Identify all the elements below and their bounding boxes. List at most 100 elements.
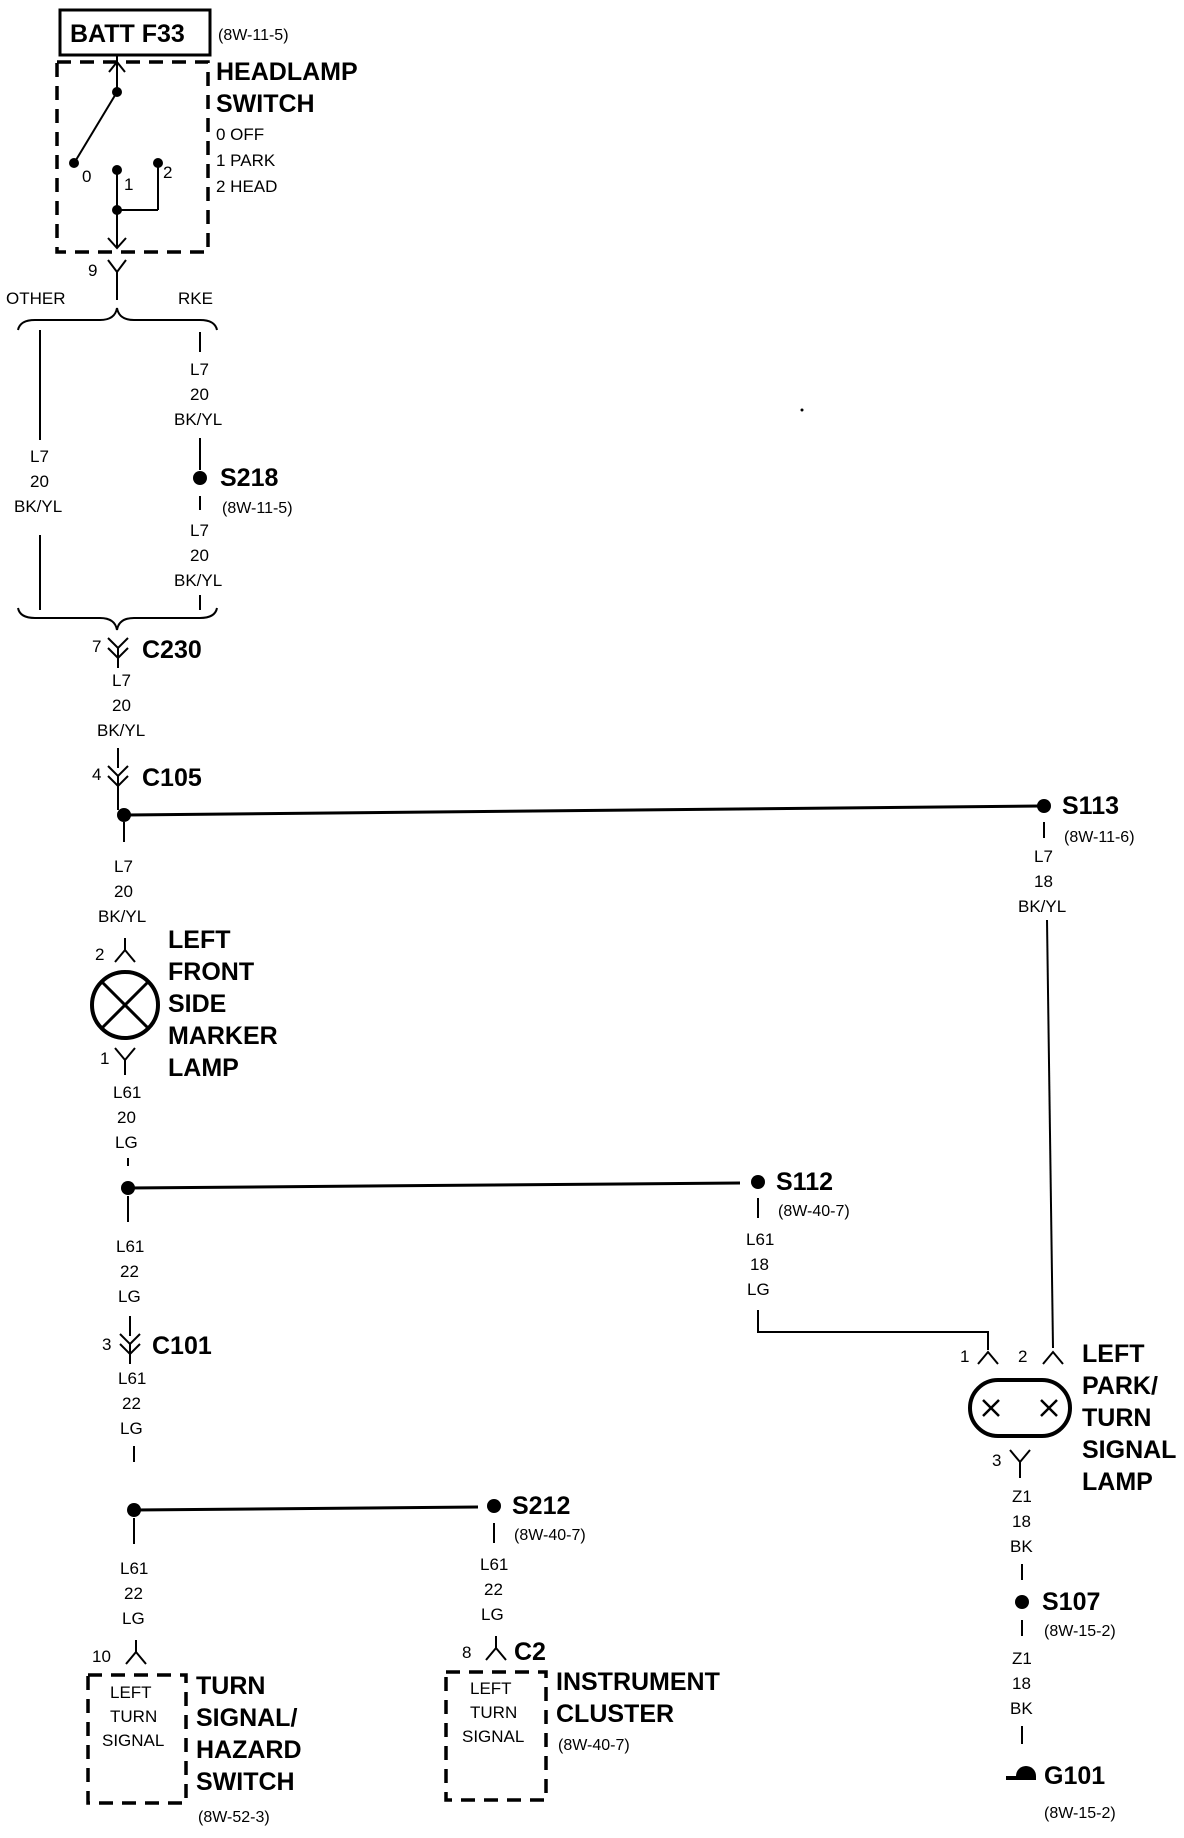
c230-pin: 7 bbox=[92, 637, 101, 656]
c2-label: C2 bbox=[514, 1638, 546, 1666]
turn-switch-title-3: SWITCH bbox=[196, 1768, 295, 1796]
wire-lamp-s107: Z1 18 BK bbox=[1010, 1487, 1033, 1580]
connector-c105: 4 C105 bbox=[92, 748, 202, 810]
wire-rke-lower-color: BK/YL bbox=[174, 571, 222, 590]
wire-c105-marker-gauge: 20 bbox=[114, 882, 133, 901]
ground-ref: (8W-15-2) bbox=[1044, 1805, 1116, 1822]
splice-s218-label: S218 bbox=[220, 464, 278, 492]
wire-s112-c101-gauge: 22 bbox=[120, 1262, 139, 1281]
wire-s112-c101: L61 22 LG bbox=[116, 1237, 144, 1306]
turn-switch-title-0: TURN bbox=[196, 1672, 265, 1700]
switch-position-park: 1 PARK bbox=[216, 151, 276, 170]
wire-s112-c101-color: LG bbox=[118, 1287, 141, 1306]
battery-fuse: BATT F33 (8W-11-5) bbox=[58, 8, 289, 57]
splice-s212: S212 (8W-40-7) L61 22 LG bbox=[480, 1492, 586, 1624]
splice-s218-ref: (8W-11-5) bbox=[222, 500, 293, 517]
branch-rke-label: RKE bbox=[178, 289, 213, 308]
c2-pin: 8 bbox=[462, 1643, 471, 1662]
switch-output-connector: 9 bbox=[88, 259, 127, 300]
wire-s212-cluster-color: LG bbox=[481, 1605, 504, 1624]
lamp-bulb-icon bbox=[90, 970, 160, 1040]
switch-position-head: 2 HEAD bbox=[216, 177, 277, 196]
cluster-box-1: TURN bbox=[470, 1703, 517, 1722]
headlamp-switch-title-2: SWITCH bbox=[216, 90, 315, 118]
side-marker-pin-top: 2 bbox=[95, 945, 104, 964]
ground-icon bbox=[1016, 1766, 1036, 1776]
wire-s107-g101-gauge: 18 bbox=[1012, 1674, 1031, 1693]
headlamp-switch: 0 1 2 HEADLAMP SWITCH 0 OFF 1 PARK 2 HEA… bbox=[55, 55, 358, 254]
option-branch: OTHER RKE bbox=[6, 289, 218, 331]
splice-s107-ref: (8W-15-2) bbox=[1044, 1623, 1116, 1640]
wire-c105-marker: L7 20 BK/YL bbox=[98, 857, 146, 926]
cluster-box-0: LEFT bbox=[470, 1679, 512, 1698]
merge-brace bbox=[17, 607, 218, 631]
wire-rke: L7 20 BK/YL S218 (8W-11-5) L7 20 BK/YL bbox=[174, 332, 293, 610]
dual-bulb-icon bbox=[968, 1378, 1072, 1438]
wire-s212-switch-circuit: L61 bbox=[120, 1559, 148, 1578]
side-marker-title-0: LEFT bbox=[168, 926, 231, 954]
wire-s112-lamp-color: LG bbox=[747, 1280, 770, 1299]
splice-s113: S113 (8W-11-6) L7 18 BK/YL bbox=[1018, 792, 1135, 1349]
park-lamp-title-4: LAMP bbox=[1082, 1468, 1153, 1496]
wire-rke-upper-circuit: L7 bbox=[190, 360, 209, 379]
turn-switch-box-1: TURN bbox=[110, 1707, 157, 1726]
switch-output-pin: 9 bbox=[88, 261, 97, 280]
switch-pin-1: 1 bbox=[124, 175, 133, 194]
wire-lamp-s107-color: BK bbox=[1010, 1537, 1033, 1556]
wire-c101-s212-circuit: L61 bbox=[118, 1369, 146, 1388]
wire-c101-s212: L61 22 LG bbox=[118, 1369, 146, 1462]
wire-marker-s112-gauge: 20 bbox=[117, 1108, 136, 1127]
wire-s212-switch-gauge: 22 bbox=[124, 1584, 143, 1603]
connector-c101: 3 C101 bbox=[102, 1316, 212, 1364]
turn-switch-pin: 10 bbox=[92, 1647, 111, 1666]
switch-pin-2: 2 bbox=[163, 163, 172, 182]
c101-label: C101 bbox=[152, 1332, 212, 1360]
c101-pin: 3 bbox=[102, 1335, 111, 1354]
wire-s212-cluster-circuit: L61 bbox=[480, 1555, 508, 1574]
splice-s113-label: S113 bbox=[1062, 792, 1119, 820]
wire-other-color: BK/YL bbox=[14, 497, 62, 516]
park-turn-lamp: 1 2 3 LEFT PARK/ TURN SIGNAL LAMP bbox=[960, 1340, 1176, 1496]
wire-s107-g101-color: BK bbox=[1010, 1699, 1033, 1718]
wire-s107-g101: Z1 18 BK bbox=[1010, 1649, 1033, 1744]
wire-lamp-s107-circuit: Z1 bbox=[1012, 1487, 1032, 1506]
cluster-ref: (8W-40-7) bbox=[558, 1737, 630, 1754]
ground-g101: G101 (8W-15-2) bbox=[1006, 1762, 1116, 1822]
wire-rke-upper-gauge: 20 bbox=[190, 385, 209, 404]
battery-label: BATT F33 bbox=[70, 20, 185, 48]
splice-s112-ref: (8W-40-7) bbox=[778, 1203, 850, 1220]
wire-c230-c105-color: BK/YL bbox=[97, 721, 145, 740]
turn-switch-box-2: SIGNAL bbox=[102, 1731, 164, 1750]
wire-to-s112 bbox=[127, 1181, 741, 1190]
wire-s212-cluster-gauge: 22 bbox=[484, 1580, 503, 1599]
park-lamp-title-0: LEFT bbox=[1082, 1340, 1145, 1368]
wire-s112-lamp-circuit: L61 bbox=[746, 1230, 774, 1249]
wire-c105-marker-color: BK/YL bbox=[98, 907, 146, 926]
instrument-cluster: 8 C2 LEFT TURN SIGNAL INSTRUMENT CLUSTER… bbox=[444, 1636, 720, 1802]
park-lamp-title-2: TURN bbox=[1082, 1404, 1151, 1432]
wire-c230-c105-gauge: 20 bbox=[112, 696, 131, 715]
branch-other-label: OTHER bbox=[6, 289, 66, 308]
park-lamp-title-3: SIGNAL bbox=[1082, 1436, 1176, 1464]
wire-marker-s112-circuit: L61 bbox=[113, 1083, 141, 1102]
turn-switch-title-2: HAZARD bbox=[196, 1736, 302, 1764]
c230-label: C230 bbox=[142, 636, 202, 664]
splice-s212-ref: (8W-40-7) bbox=[514, 1527, 586, 1544]
wire-other-circuit: L7 bbox=[30, 447, 49, 466]
splice-s107: S107 (8W-15-2) bbox=[1015, 1588, 1116, 1640]
turn-switch-ref: (8W-52-3) bbox=[198, 1809, 270, 1826]
turn-hazard-switch: 10 LEFT TURN SIGNAL TURN SIGNAL/ HAZARD … bbox=[86, 1640, 302, 1826]
cluster-box-2: SIGNAL bbox=[462, 1727, 524, 1746]
turn-switch-title-1: SIGNAL/ bbox=[196, 1704, 297, 1732]
cluster-title-0: INSTRUMENT bbox=[556, 1668, 720, 1696]
wire-rke-lower-gauge: 20 bbox=[190, 546, 209, 565]
ground-label: G101 bbox=[1044, 1762, 1105, 1790]
wire-s112-c101-circuit: L61 bbox=[116, 1237, 144, 1256]
wire-to-s212 bbox=[133, 1505, 479, 1512]
park-lamp-pin-3: 3 bbox=[992, 1451, 1001, 1470]
wire-c230-c105: L7 20 BK/YL bbox=[97, 671, 145, 740]
side-marker-title-2: SIDE bbox=[168, 990, 226, 1018]
wire-other-gauge: 20 bbox=[30, 472, 49, 491]
wire-c105-marker-circuit: L7 bbox=[114, 857, 133, 876]
